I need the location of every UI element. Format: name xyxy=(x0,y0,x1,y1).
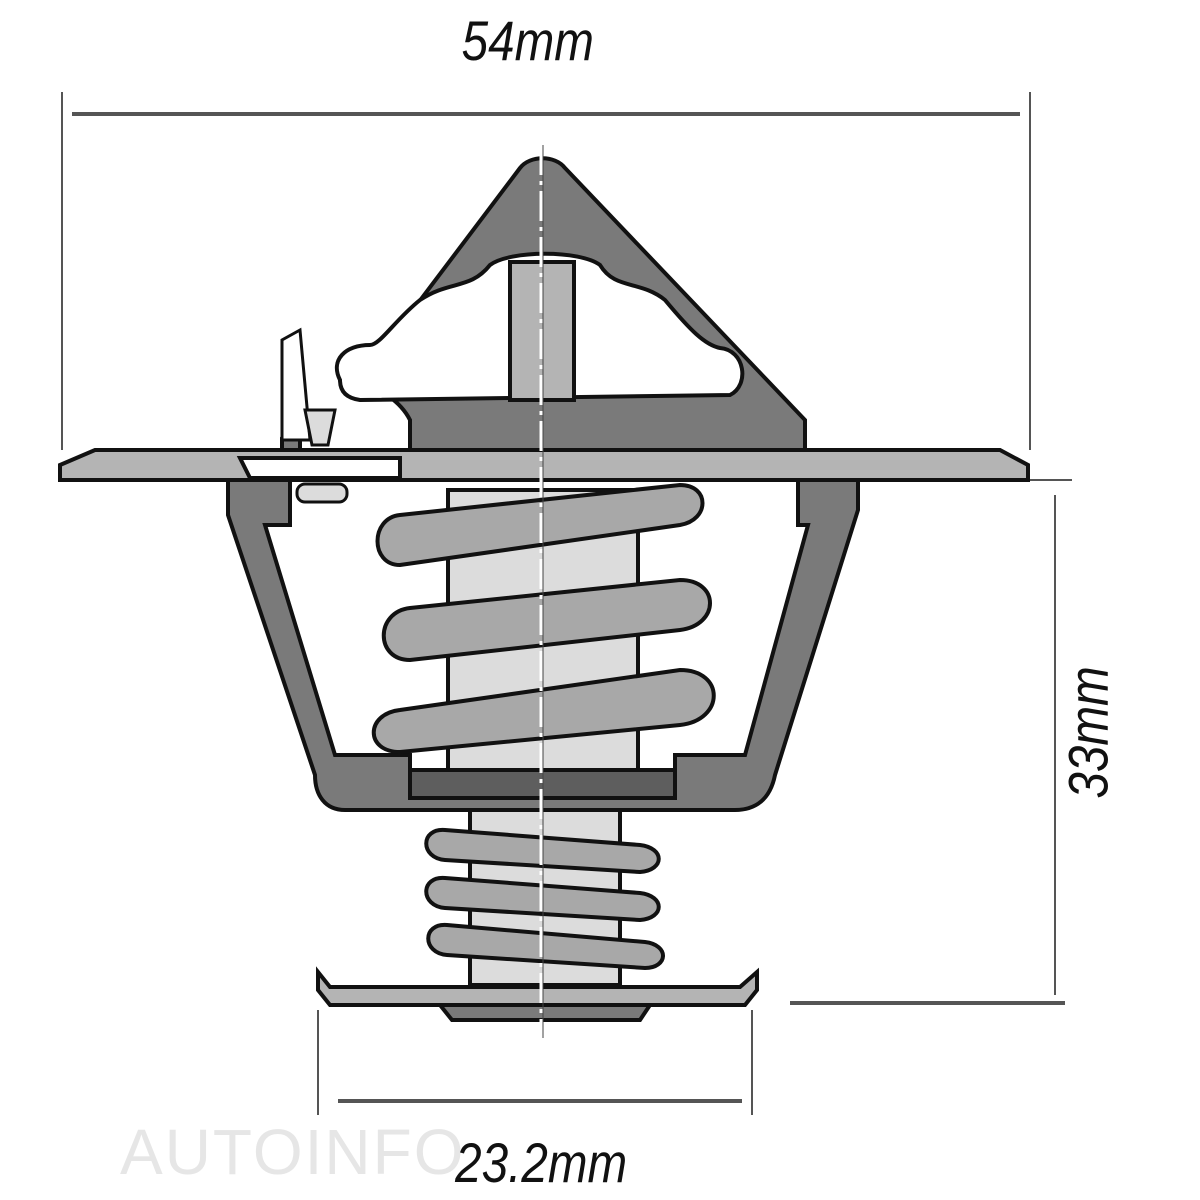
bottom-plate xyxy=(316,966,759,1022)
dimension-top xyxy=(61,92,1031,450)
dimension-bottom xyxy=(317,1010,753,1115)
dimension-label-flange-diameter: 54mm xyxy=(461,9,594,72)
watermark: AUTOINFO xyxy=(120,1116,466,1188)
dimension-label-height: 33mm xyxy=(1056,666,1120,799)
flange xyxy=(58,327,1030,504)
upper-spring xyxy=(371,482,716,755)
dimension-label-base-diameter: 23.2mm xyxy=(455,1131,628,1194)
lower-spring xyxy=(424,827,665,971)
